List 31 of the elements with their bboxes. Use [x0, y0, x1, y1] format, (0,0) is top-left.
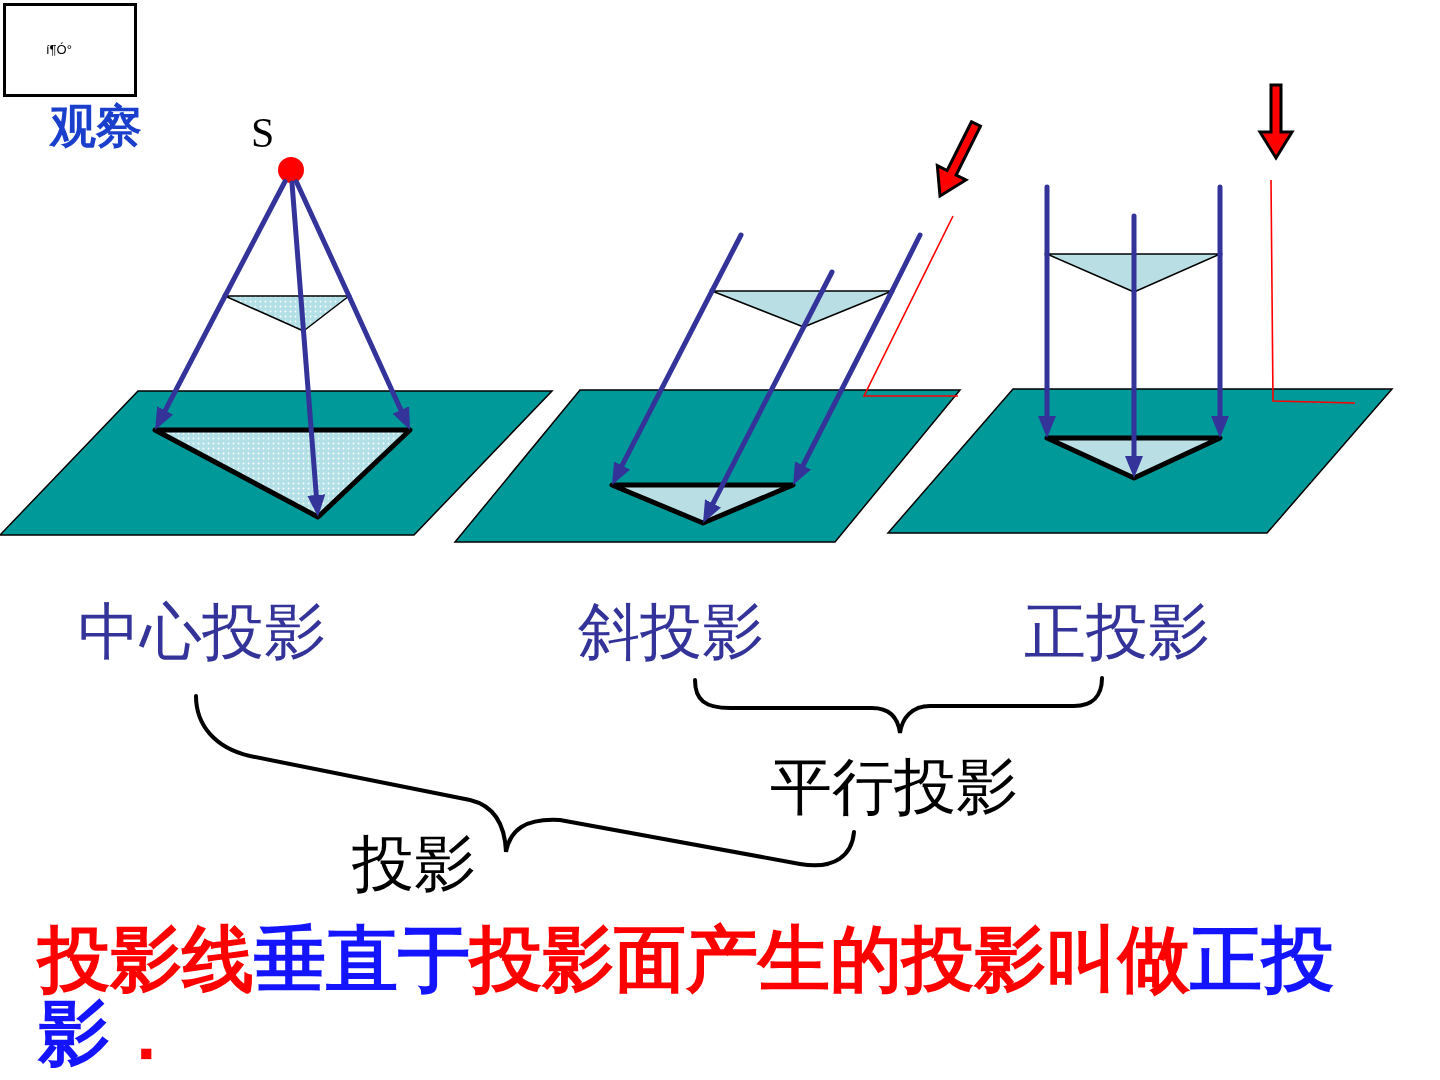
term-label: 正投影: [1024, 601, 1210, 663]
projection-ray: [793, 288, 895, 485]
term-label: 投影: [352, 833, 476, 895]
term-label: 中心投影: [78, 601, 326, 663]
point-label: S: [251, 112, 275, 154]
shadow-triangle: [151, 426, 414, 521]
term-label: 斜投影: [578, 601, 764, 663]
projection-ray: [222, 179, 288, 299]
projection-ray: [1044, 184, 1050, 257]
shadow-triangle: [608, 481, 797, 527]
projection-ray: [1038, 251, 1056, 438]
projection-ray: [889, 232, 923, 294]
projection-ray: [301, 328, 326, 517]
projection-ray: [709, 232, 744, 294]
projection-ray: [703, 324, 807, 523]
point-dot: [278, 157, 304, 183]
projection-ray: [293, 179, 352, 299]
projection-ray: [289, 180, 304, 299]
heading: 观察: [50, 104, 142, 150]
projection-ray: [612, 288, 715, 486]
shadow-triangle: [1043, 434, 1224, 482]
label-box: í¶Ó°: [3, 3, 137, 97]
projection-ray: [1131, 213, 1137, 257]
projection-ray: [819, 269, 835, 294]
projection-ray: [155, 293, 228, 430]
projection-ray: [1211, 251, 1229, 438]
projection-ray: [1125, 289, 1143, 478]
projection-ray: [346, 293, 410, 431]
projection-ray: [1217, 184, 1223, 257]
term-label: 平行投影: [770, 756, 1018, 818]
definition-text: 投影线垂直于投影面产生的投影叫做正投影．: [38, 922, 1335, 1070]
